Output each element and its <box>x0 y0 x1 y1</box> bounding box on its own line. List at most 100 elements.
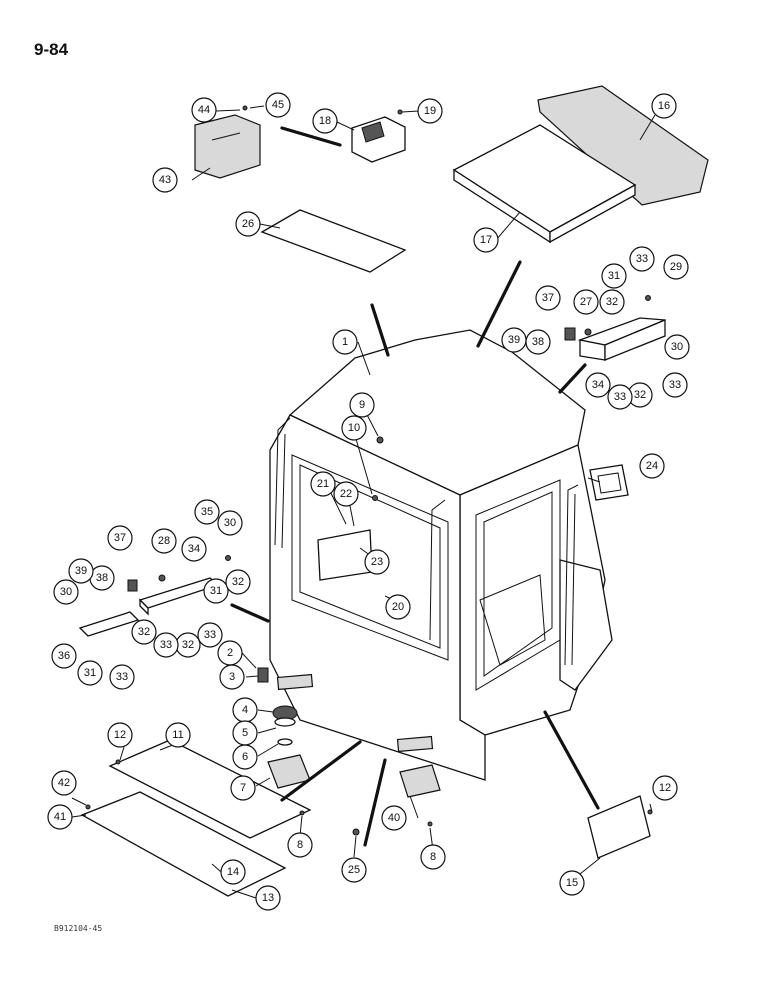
callout: 42 <box>51 770 77 796</box>
callout-label: 30 <box>224 517 236 529</box>
callout: 14 <box>220 859 246 885</box>
callout: 20 <box>385 594 411 620</box>
cab-body <box>269 329 613 781</box>
callout-label: 2 <box>227 647 233 659</box>
callout: 16 <box>651 93 677 119</box>
callout: 32 <box>627 382 653 408</box>
callout: 4 <box>232 697 258 723</box>
callout-label: 45 <box>272 99 284 111</box>
callout: 33 <box>153 632 179 658</box>
callout: 13 <box>255 885 281 911</box>
callout-label: 13 <box>262 892 274 904</box>
page-number: 9-84 <box>34 40 69 59</box>
callout: 33 <box>109 664 135 690</box>
callout-label: 30 <box>671 341 683 353</box>
callout-label: 33 <box>614 391 626 403</box>
callout-label: 44 <box>198 104 210 116</box>
callout-label: 33 <box>116 671 128 683</box>
callout-label: 28 <box>158 535 170 547</box>
callout-label: 14 <box>227 866 239 878</box>
callout-label: 12 <box>659 782 671 794</box>
callout-label: 39 <box>508 334 520 346</box>
callout: 38 <box>89 565 115 591</box>
callout: 10 <box>341 415 367 441</box>
callout: 39 <box>501 327 527 353</box>
callout-label: 34 <box>188 543 200 555</box>
callout: 6 <box>232 744 258 770</box>
callout: 28 <box>151 528 177 554</box>
callout: 30 <box>53 579 79 605</box>
callout: 17 <box>473 227 499 253</box>
callout: 24 <box>639 453 665 479</box>
callout-label: 37 <box>542 292 554 304</box>
callout: 3 <box>219 664 245 690</box>
callout-label: 6 <box>242 751 248 763</box>
callout-label: 42 <box>58 777 70 789</box>
callout-label: 15 <box>566 877 578 889</box>
callout-label: 22 <box>340 488 352 500</box>
callout: 2 <box>217 640 243 666</box>
callout-label: 32 <box>182 639 194 651</box>
callout: 38 <box>525 329 551 355</box>
callout-label: 11 <box>172 729 183 741</box>
callout-label: 4 <box>242 704 248 716</box>
callout-label: 5 <box>242 727 248 739</box>
upper-left-parts <box>194 114 407 273</box>
right-rail-assembly <box>564 295 666 501</box>
callout-label: 10 <box>348 422 360 434</box>
callout-label: 26 <box>242 218 254 230</box>
callout: 9 <box>349 392 375 418</box>
callout: 5 <box>232 720 258 746</box>
callout: 32 <box>599 289 625 315</box>
callout-label: 32 <box>634 389 646 401</box>
callout-label: 8 <box>430 851 436 863</box>
callout: 22 <box>333 481 359 507</box>
callout-label: 12 <box>114 729 126 741</box>
callout-label: 41 <box>54 811 66 823</box>
callout: 33 <box>662 372 688 398</box>
callout: 32 <box>225 569 251 595</box>
callout: 43 <box>152 167 178 193</box>
callout-label: 32 <box>606 296 618 308</box>
callout: 30 <box>217 510 243 536</box>
callout: 39 <box>68 558 94 584</box>
callout-label: 37 <box>114 532 126 544</box>
callout: 33 <box>629 246 655 272</box>
callout-label: 38 <box>532 336 544 348</box>
callout-label: 9 <box>359 399 365 411</box>
callout: 34 <box>585 372 611 398</box>
callout: 34 <box>181 536 207 562</box>
callout-label: 33 <box>204 629 216 641</box>
callout-label: 25 <box>348 864 360 876</box>
callout-label: 16 <box>658 100 670 112</box>
callout-label: 31 <box>608 270 620 282</box>
callout: 1 <box>332 329 358 355</box>
callout-label: 33 <box>669 379 681 391</box>
callout: 31 <box>77 660 103 686</box>
callout-label: 33 <box>160 639 172 651</box>
callout: 12 <box>107 722 133 748</box>
callout: 8 <box>287 832 313 858</box>
callout-label: 7 <box>240 782 246 794</box>
callout-label: 18 <box>319 115 331 127</box>
callout-label: 38 <box>96 572 108 584</box>
callout-label: 39 <box>75 565 87 577</box>
callout: 36 <box>51 643 77 669</box>
callout-label: 36 <box>58 650 70 662</box>
callout-label: 20 <box>392 601 404 613</box>
callout: 37 <box>535 285 561 311</box>
callout: 31 <box>601 263 627 289</box>
cab-mounts <box>257 667 298 746</box>
callout-label: 23 <box>371 556 383 568</box>
callout: 32 <box>131 619 157 645</box>
callout: 41 <box>47 804 73 830</box>
callouts: 1 2 3 4 5 6 7 8 8 9 10 11 12 12 13 14 15… <box>47 92 690 911</box>
callout-label: 3 <box>229 671 235 683</box>
callout: 32 <box>175 632 201 658</box>
callout: 44 <box>191 97 217 123</box>
callout-label: 31 <box>84 667 96 679</box>
callout: 35 <box>194 499 220 525</box>
callout: 45 <box>265 92 291 118</box>
callout-label: 32 <box>138 626 150 638</box>
callout: 30 <box>664 334 690 360</box>
